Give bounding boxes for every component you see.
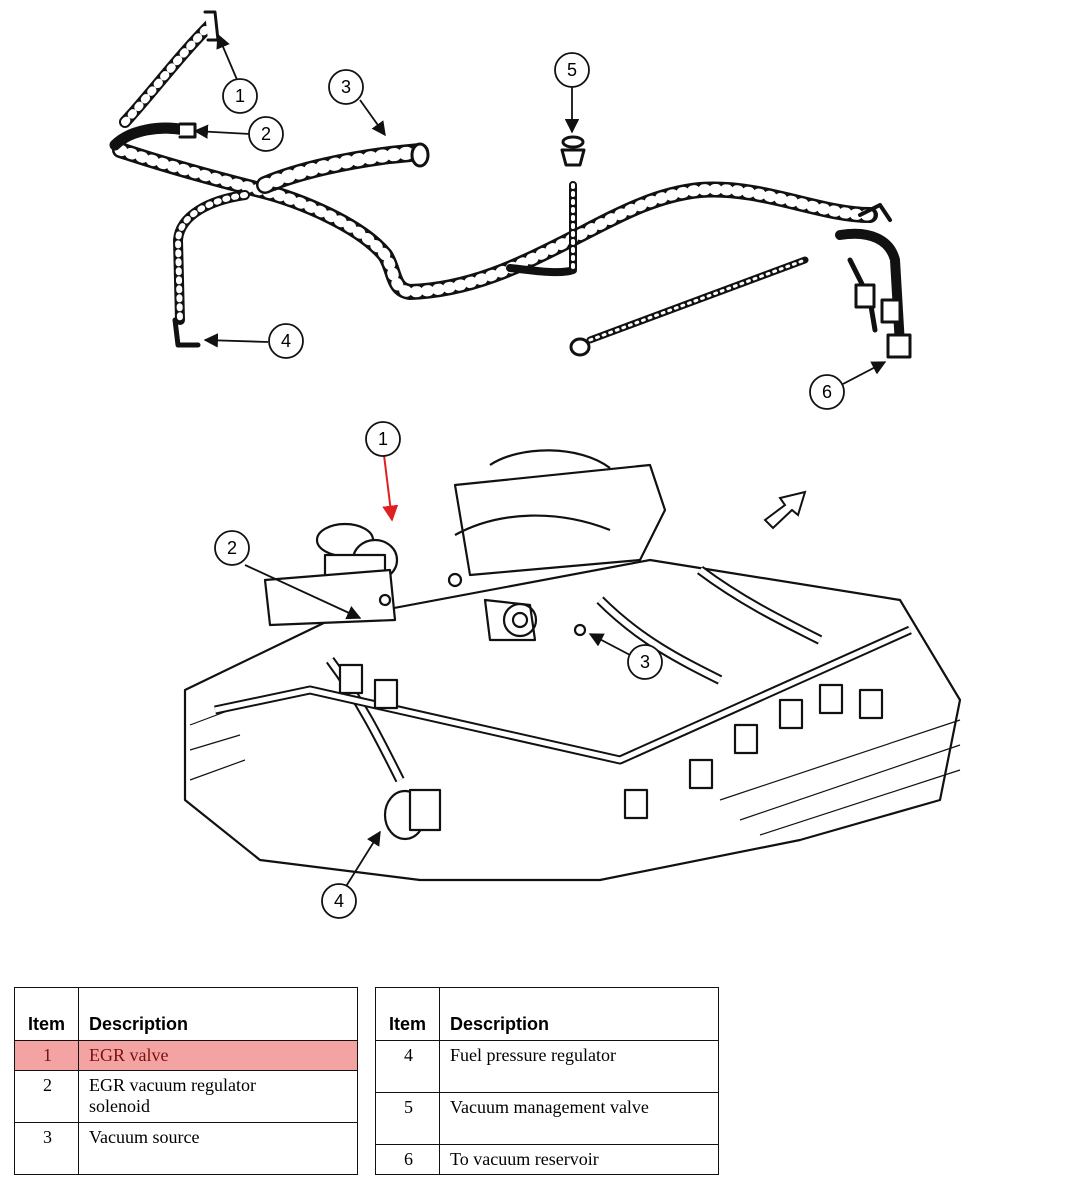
legend-item-number: 5 [375,1092,440,1145]
legend-row-5: 5 Vacuum management valve [375,1092,719,1145]
callout-3-top: 3 [341,77,351,97]
legend-item-number: 4 [375,1040,440,1093]
item-column-header: Item [14,987,79,1041]
legend-item-description: EGR vacuum regulator solenoid [78,1070,358,1123]
legend-item-description: EGR valve [78,1040,358,1071]
legend-table-right: Item Description 4 Fuel pressure regulat… [375,987,719,1175]
legend-row-1: 1 EGR valve [14,1040,358,1071]
callout-1-bottom: 1 [378,429,388,449]
top-callouts [193,33,887,385]
legend-table-left: Item Description 1 EGR valve 2 EGR vacuu… [14,987,358,1175]
legend-item-number: 1 [14,1040,79,1071]
legend-row-2: 2 EGR vacuum regulator solenoid [14,1070,358,1123]
callout-6-top: 6 [822,382,832,402]
callout-4-top: 4 [281,331,291,351]
bottom-callout-circles: 1 2 3 4 [214,421,663,919]
engine-intake-illustration [183,449,962,882]
legend-item-number: 6 [375,1144,440,1175]
legend-item-number: 3 [14,1122,79,1175]
callout-1-top: 1 [235,86,245,106]
description-column-header: Description [78,987,358,1041]
vacuum-hose-harness [109,10,912,359]
legend-item-description: Vacuum source [78,1122,358,1175]
item-column-header: Item [375,987,440,1041]
front-direction-arrow [763,490,807,530]
callout-5-top: 5 [567,60,577,80]
callout-3-bottom: 3 [640,652,650,672]
legend-item-description: To vacuum reservoir [439,1144,719,1175]
vacuum-hose-diagram: 1 2 3 4 5 6 [109,10,962,919]
bottom-callouts [244,454,631,889]
legend-item-number: 2 [14,1070,79,1123]
top-callout-circles: 1 2 3 4 5 6 [222,52,845,410]
legend-row-3: 3 Vacuum source [14,1122,358,1175]
callout-2-top: 2 [261,124,271,144]
legend-row-4: 4 Fuel pressure regulator [375,1040,719,1093]
description-column-header: Description [439,987,719,1041]
callout-2-bottom: 2 [227,538,237,558]
callout-4-bottom: 4 [334,891,344,911]
legend-item-description: Fuel pressure regulator [439,1040,719,1093]
legend-row-6: 6 To vacuum reservoir [375,1144,719,1175]
legend-item-description: Vacuum management valve [439,1092,719,1145]
